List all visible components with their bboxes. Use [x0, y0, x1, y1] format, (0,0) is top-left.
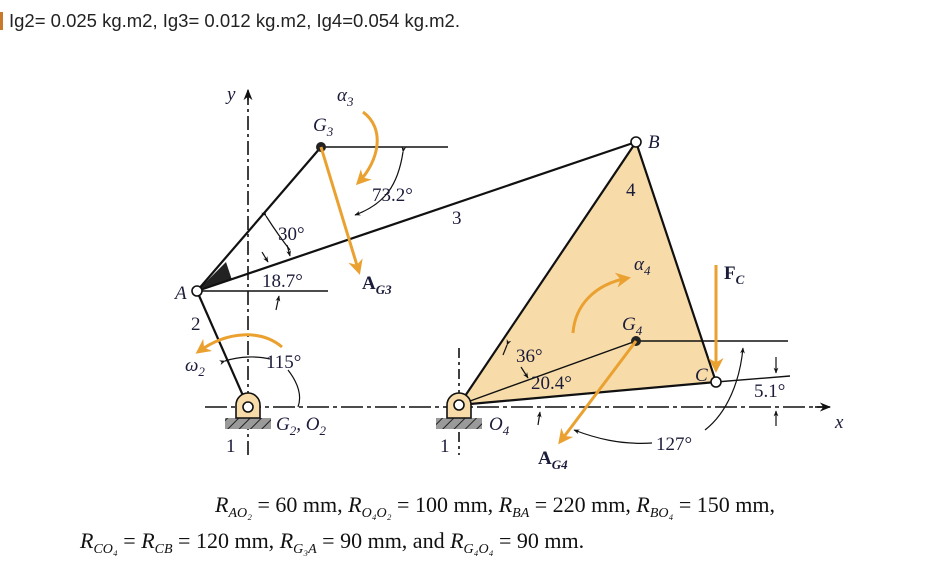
AG3-label: AG3 [362, 273, 392, 297]
link-4-body [457, 140, 718, 407]
pin-C [710, 376, 722, 388]
acceleration-AG3-arrow [319, 146, 363, 275]
given-dimensions-line-2: RCO₄ = RCB = 120 mm, RG₃A = 90 mm, and R… [80, 528, 584, 558]
FC-label: FC [724, 263, 745, 287]
angle-36-label: 36° [516, 346, 543, 367]
angle-20-4-label: 20.4° [531, 373, 572, 394]
dim-R-O4O2: RO₄O₂ = 100 mm, [348, 492, 499, 521]
dim-R-CB: RCB = 120 mm, [141, 528, 280, 557]
link-1-right-number: 1 [440, 436, 450, 457]
dim-R-G4O4: RG₄O₄ = 90 mm. [450, 528, 585, 557]
x-axis-label: x [834, 412, 844, 433]
angle-5-1-label: 5.1° [754, 381, 785, 402]
dim-R-AO2: RAO₂ = 60 mm, [215, 492, 349, 521]
angle-73-2-label: 73.2° [372, 185, 413, 206]
dim-R-CO4: RCO₄ = [80, 528, 142, 557]
omega2-label: ω2 [185, 355, 205, 379]
ground-support-O2 [225, 392, 271, 429]
link-3-AG3 [196, 146, 322, 292]
alpha4-arc-arrow [571, 272, 631, 334]
angle-115-label: 115° [266, 352, 301, 373]
line-O4-G4 [458, 340, 637, 406]
point-B-label: B [648, 132, 660, 153]
omega2-arc-arrow [195, 333, 283, 354]
link-3-AB [196, 140, 637, 293]
ground-O2-label: G2, O2 [276, 414, 326, 438]
problem-statement-header: Ig2= 0.025 kg.m2, Ig3= 0.012 kg.m2, Ig4=… [0, 8, 460, 34]
alpha4-label: α4 [634, 254, 651, 278]
text-cursor-marker [0, 12, 3, 30]
G3-label: G3 [313, 115, 334, 139]
given-dimensions-line-1: RAO₂ = 60 mm, RO₄O₂ = 100 mm, RBA = 220 … [215, 492, 775, 522]
alpha3-label: α3 [337, 85, 354, 109]
c-ref-line [715, 375, 791, 383]
inertia-values-text: Ig2= 0.025 kg.m2, Ig3= 0.012 kg.m2, Ig4=… [9, 10, 460, 31]
ground-support-O4 [436, 392, 482, 429]
angle-18-7-label: 18.7° [262, 271, 303, 292]
ground-O4-label: O4 [489, 414, 510, 438]
dim-R-BA: RBA = 220 mm, [498, 492, 637, 521]
G4-label: G4 [622, 314, 643, 338]
link-2 [195, 290, 250, 408]
link-3-number: 3 [452, 208, 462, 229]
link-1-left-number: 1 [226, 436, 236, 457]
acceleration-AG4-arrow [558, 340, 638, 445]
point-A-label: A [173, 283, 187, 304]
link-2-number: 2 [191, 314, 201, 335]
dim-R-BO4: RBO₄ = 150 mm, [636, 492, 776, 521]
AG4-label: AG4 [538, 448, 568, 472]
link-4-number: 4 [626, 180, 636, 201]
pin-B [630, 136, 642, 148]
point-C-label: C [695, 365, 708, 386]
angle-127-label: 127° [656, 434, 692, 455]
angle-30-label: 30° [278, 224, 305, 245]
link-3-wedge [197, 262, 232, 291]
dim-R-G3A: RG₃A = 90 mm, and [279, 528, 451, 557]
y-axis-label: y [225, 84, 236, 105]
pin-A [191, 285, 203, 297]
